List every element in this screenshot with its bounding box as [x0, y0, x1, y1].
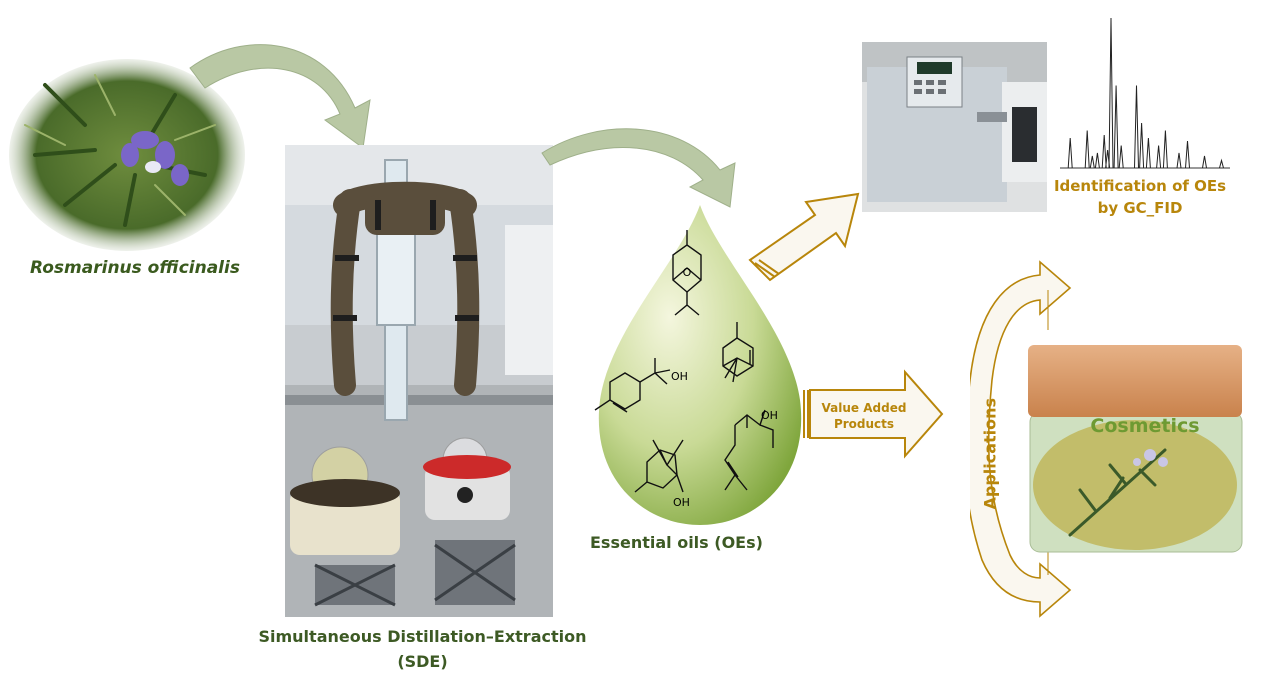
chromatogram-peak-4 — [1101, 134, 1107, 169]
chromatogram-peak-15 — [1185, 140, 1190, 169]
cosmetics-label: Cosmetics — [1090, 415, 1200, 437]
curved-arrow-2 — [541, 128, 736, 208]
gc-label-line1: Identification of OEs — [1053, 177, 1227, 195]
rosemary-photo — [9, 59, 245, 251]
chromatogram-peak-0 — [1067, 137, 1073, 169]
hydroxyl-label-2: OH — [673, 496, 690, 509]
arrow-to-gc — [748, 192, 860, 282]
curved-arrow-1 — [189, 44, 371, 149]
oxygen-label: O — [683, 266, 692, 279]
gc-instrument-photo — [862, 42, 1047, 212]
sde-label-line1: Simultaneous Distillation–Extraction — [258, 627, 587, 646]
vap-label-line2: Products — [833, 417, 895, 431]
chromatogram-peak-1 — [1084, 130, 1090, 169]
chromatogram-peak-11 — [1145, 137, 1151, 169]
chromatogram-chart — [1060, 17, 1230, 169]
value-added-arrow — [803, 369, 944, 459]
chromatogram-peak-7 — [1113, 85, 1119, 169]
plant-name-label: Rosmarinus officinalis — [30, 258, 240, 278]
chromatogram-peak-8 — [1118, 145, 1124, 169]
chromatogram-peak-2 — [1089, 155, 1095, 169]
sde-label: Simultaneous Distillation–Extraction (SD… — [230, 624, 615, 674]
chromatogram-peak-14 — [1176, 152, 1182, 169]
value-added-label: Value Added Products — [814, 400, 914, 432]
vap-label-line1: Value Added — [821, 401, 907, 415]
sde-label-line2: (SDE) — [397, 652, 448, 671]
cosmetics-jar — [1028, 345, 1243, 553]
hydroxyl-label-3: OH — [761, 409, 778, 422]
chromatogram-peak-6 — [1108, 17, 1114, 169]
chromatogram-peak-13 — [1162, 130, 1168, 169]
chromatogram-peak-3 — [1094, 152, 1100, 169]
gc-fid-label: Identification of OEs by GC_FID — [1040, 175, 1240, 219]
chromatogram-peak-9 — [1134, 85, 1139, 169]
chromatogram-peak-17 — [1219, 158, 1224, 169]
hydroxyl-label-1: OH — [671, 370, 688, 383]
chromatogram-peak-10 — [1139, 122, 1145, 169]
chromatogram-peak-16 — [1202, 155, 1207, 169]
sde-apparatus-photo — [285, 145, 553, 617]
applications-label: Applications — [980, 397, 1000, 510]
chromatogram-peak-12 — [1156, 145, 1162, 169]
gc-label-line2: by GC_FID — [1097, 199, 1183, 217]
essential-oils-label: Essential oils (OEs) — [590, 533, 763, 552]
essential-oil-drop: O OH OH OH — [594, 205, 802, 525]
